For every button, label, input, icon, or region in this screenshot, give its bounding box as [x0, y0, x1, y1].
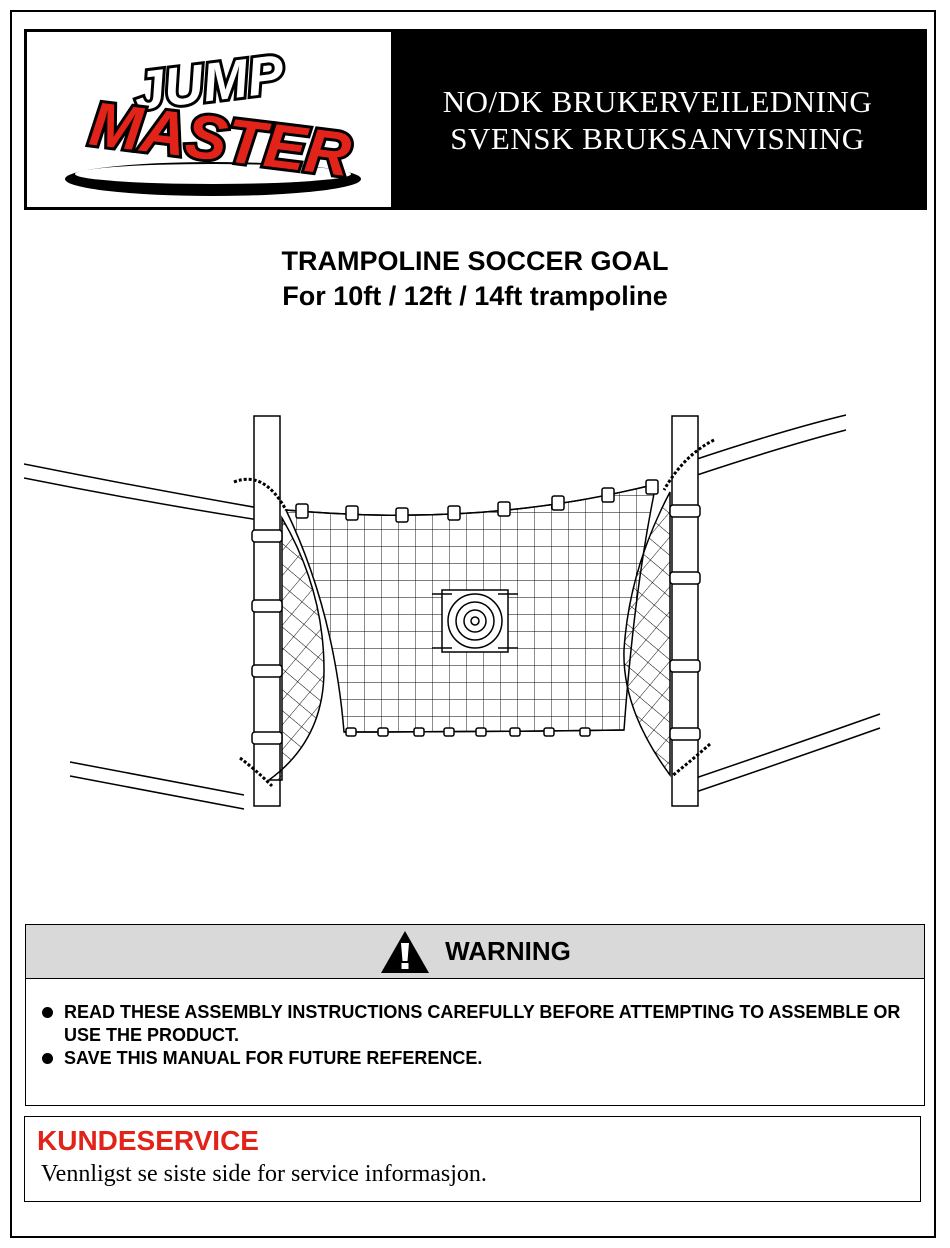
customer-service-title: KUNDESERVICE: [37, 1125, 259, 1156]
page-border: [10, 10, 936, 1238]
manual-title-line2: SVENSK BRUKSANVISNING: [450, 120, 865, 156]
jump-master-logo: JUMP MASTER: [65, 41, 361, 196]
manual-title-line1: NO/DK BRUKERVEILEDNING: [442, 83, 873, 119]
product-title-block: TRAMPOLINE SOCCER GOAL For 10ft / 12ft /…: [0, 244, 950, 314]
product-subtitle: For 10ft / 12ft / 14ft trampoline: [282, 281, 668, 311]
warning-list: READ THESE ASSEMBLY INSTRUCTIONS CAREFUL…: [26, 979, 924, 1070]
warning-triangle-icon: [381, 930, 430, 973]
customer-service-box: KUNDESERVICE Vennligst se siste side for…: [24, 1116, 921, 1202]
header: JUMP MASTER NO/DK BRUKERVEILEDNING SVENS…: [24, 29, 927, 210]
warning-box: WARNING READ THESE ASSEMBLY INSTRUCTIONS…: [25, 924, 925, 1106]
logo: JUMP MASTER: [27, 32, 391, 207]
customer-service-text: Vennligst se siste side for service info…: [41, 1161, 487, 1187]
manual-title-banner: NO/DK BRUKERVEILEDNING SVENSK BRUKSANVIS…: [391, 32, 924, 207]
warning-title: WARNING: [445, 936, 571, 966]
warning-item: SAVE THIS MANUAL FOR FUTURE REFERENCE.: [42, 1047, 904, 1070]
soccer-goal-illustration: [24, 414, 881, 810]
warning-item: READ THESE ASSEMBLY INSTRUCTIONS CAREFUL…: [42, 1001, 904, 1047]
warning-header: WARNING: [26, 925, 924, 979]
logo-jump-text: JUMP: [131, 44, 288, 122]
product-title: TRAMPOLINE SOCCER GOAL: [281, 246, 669, 276]
